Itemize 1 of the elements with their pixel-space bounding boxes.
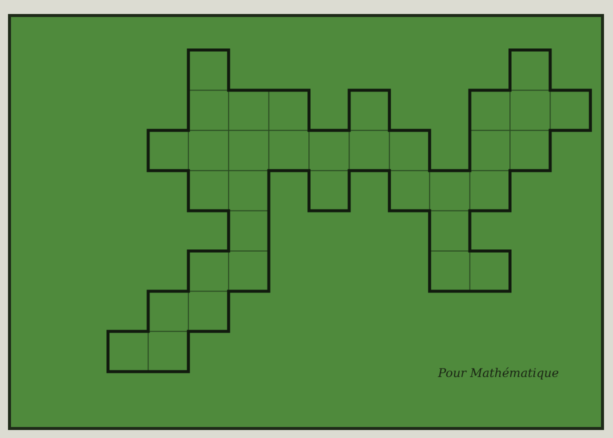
signature-text: Pour Mathématique	[438, 366, 559, 380]
